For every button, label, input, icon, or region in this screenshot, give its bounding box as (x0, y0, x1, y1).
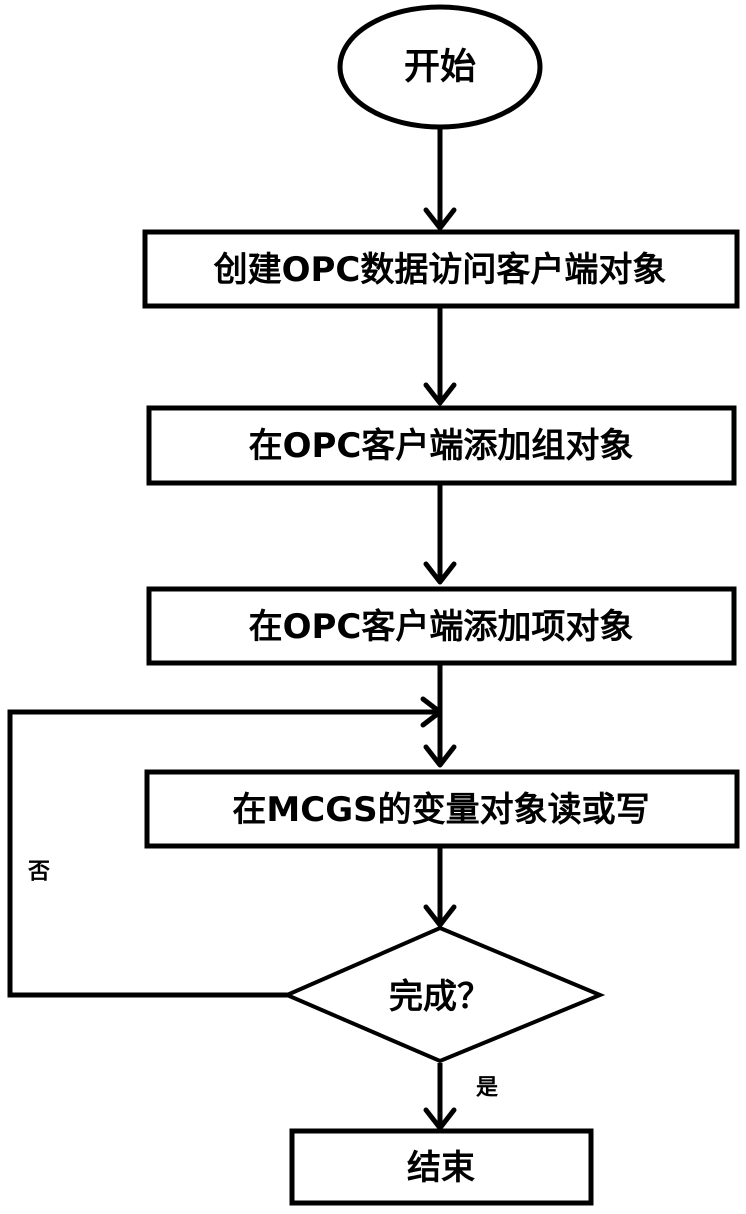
add-group-node: 在OPC客户端添加组对象 (146, 405, 737, 486)
create-client-node-label: 创建OPC数据访问客户端对象 (213, 250, 667, 290)
read-write-node: 在MCGS的变量对象读或写 (144, 769, 740, 849)
create-client-node: 创建OPC数据访问客户端对象 (142, 229, 740, 309)
edge-label-no: 否 (27, 860, 50, 885)
add-item-node: 在OPC客户端添加项对象 (146, 586, 737, 666)
edge-add-group-to-add-item (423, 485, 457, 585)
start-node-label: 开始 (404, 47, 476, 88)
edge-read-write-to-decision (423, 848, 457, 928)
end-node-label: 结束 (407, 1148, 475, 1188)
done-decision-node: 完成？ (281, 925, 606, 1064)
edge-decision-to-end: 是 (423, 1063, 498, 1131)
edge-create-client-to-add-group (423, 308, 457, 406)
edge-label-yes: 是 (476, 1076, 498, 1101)
end-node: 结束 (289, 1128, 594, 1206)
add-item-node-label: 在OPC客户端添加项对象 (249, 607, 634, 647)
add-group-node-label: 在OPC客户端添加组对象 (249, 426, 634, 466)
edge-decision-loop-back: 否 (7, 696, 443, 998)
edge-start-to-create-client (423, 128, 457, 231)
done-decision-node-label: 完成？ (389, 977, 491, 1017)
read-write-node-label: 在MCGS的变量对象读或写 (232, 790, 649, 830)
start-node: 开始 (337, 4, 543, 130)
